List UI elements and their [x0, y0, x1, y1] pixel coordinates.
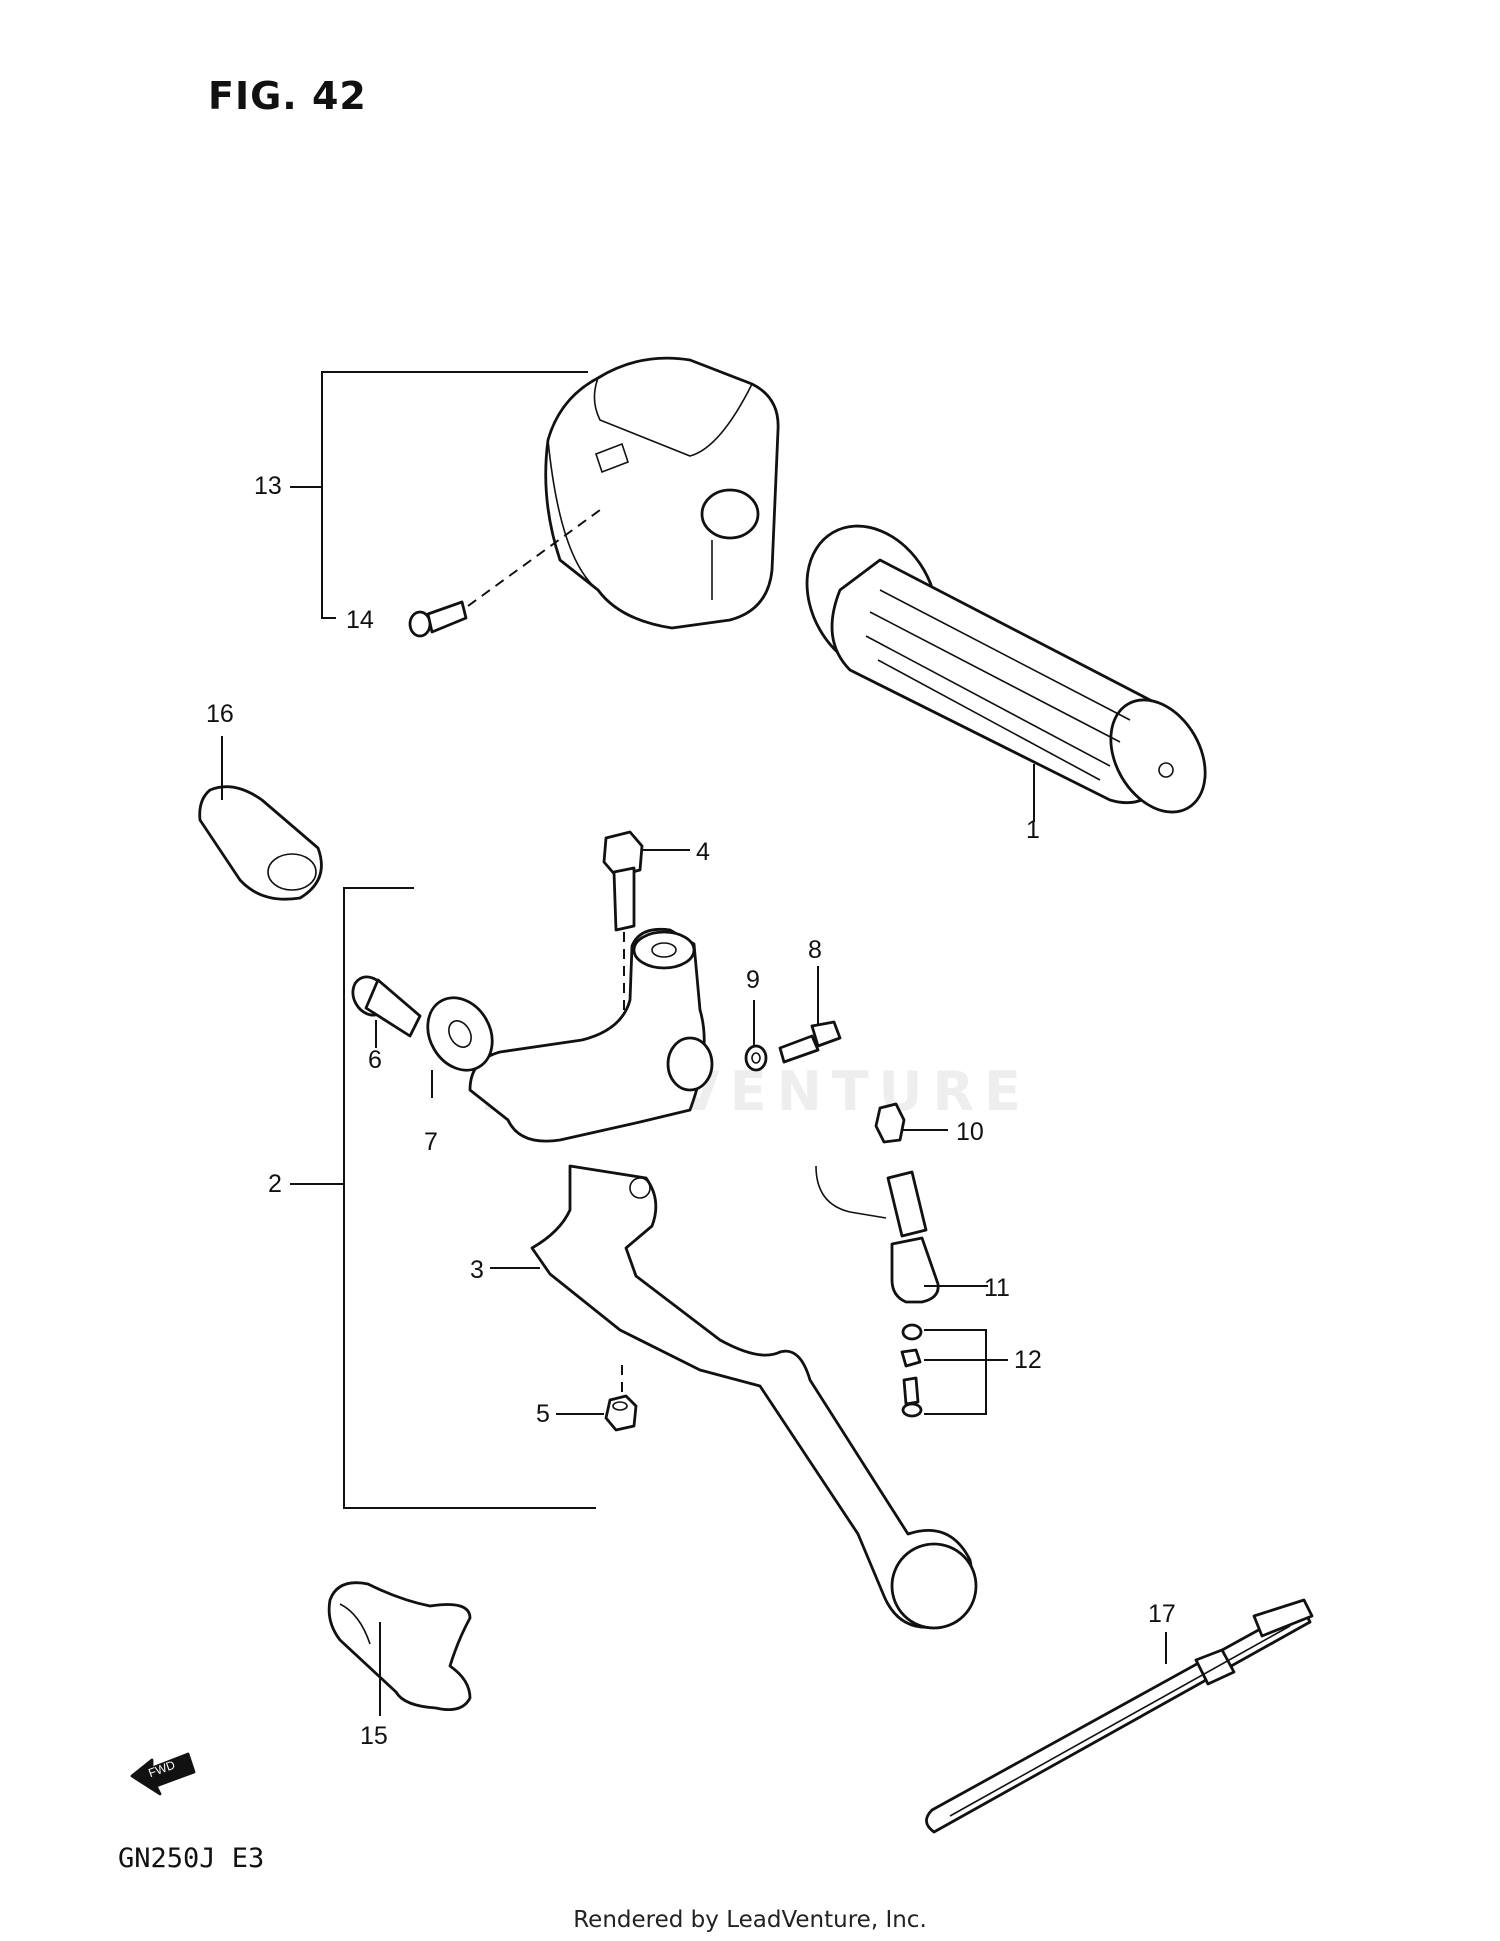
callout-10: 10	[956, 1118, 984, 1146]
bolt-icon	[778, 1020, 842, 1064]
footer-credit: Rendered by LeadVenture, Inc.	[573, 1907, 927, 1933]
lever-boot-icon	[327, 1581, 472, 1712]
clutch-lever-perch-icon	[468, 927, 714, 1143]
model-code: GN250J E3	[118, 1843, 265, 1874]
callout-15: 15	[360, 1722, 388, 1750]
screw-icon	[408, 509, 601, 638]
cable-boot-icon	[198, 785, 323, 901]
cable-tie-icon	[925, 1598, 1314, 1834]
handlebar-grip-icon	[805, 524, 1207, 814]
callout-7: 7	[424, 1128, 438, 1156]
callout-5: 5	[536, 1400, 550, 1428]
washer-icon	[744, 1044, 768, 1072]
switch-housing-icon	[544, 356, 780, 630]
callout-3: 3	[470, 1256, 484, 1284]
switch-icon	[815, 1165, 940, 1304]
callout-11: 11	[984, 1274, 1010, 1302]
leader-lines	[221, 736, 1167, 1716]
callout-16: 16	[206, 700, 234, 728]
callout-12: 12	[1014, 1346, 1042, 1374]
callout-4: 4	[696, 838, 710, 866]
assembly-bracket-2	[290, 887, 596, 1509]
screw-set-icon	[900, 1323, 923, 1418]
assembly-bracket-13	[290, 371, 588, 619]
callout-6: 6	[368, 1046, 382, 1074]
figure-title: FIG. 42	[208, 74, 367, 118]
callout-2: 2	[268, 1170, 282, 1198]
callout-8: 8	[808, 936, 822, 964]
callout-13: 13	[254, 472, 282, 500]
clamp-icon	[874, 1102, 906, 1144]
lock-nut-icon	[426, 996, 494, 1072]
adjuster-bolt-icon	[351, 975, 422, 1038]
callout-9: 9	[746, 966, 760, 994]
nut-icon	[604, 1360, 638, 1432]
fwd-arrow-icon	[130, 1752, 196, 1796]
callout-17: 17	[1148, 1600, 1176, 1628]
callout-1: 1	[1026, 816, 1040, 844]
bolt-icon	[602, 830, 644, 1070]
clutch-lever-icon	[530, 1164, 978, 1630]
callout-14: 14	[346, 606, 374, 634]
